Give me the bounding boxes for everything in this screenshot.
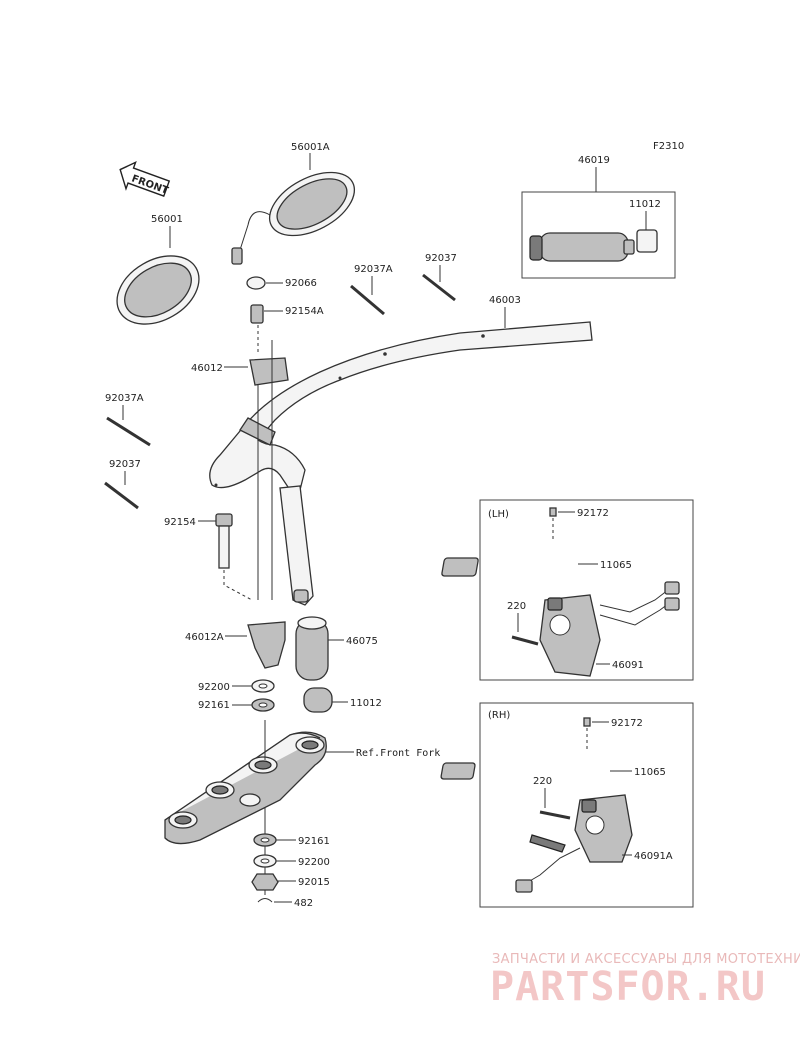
label-92154A: 92154A	[285, 306, 324, 317]
label-92200-b: 92200	[298, 857, 330, 868]
triple-clamp	[164, 731, 327, 845]
bolt-92154A	[250, 304, 264, 324]
clamp-46012A	[247, 621, 286, 669]
rh-label-220: 220	[533, 776, 552, 787]
label-482: 482	[294, 898, 313, 909]
rh-label-11065: 11065	[634, 767, 666, 778]
bolt-92154	[215, 513, 233, 527]
label-92037-top: 92037	[425, 253, 457, 264]
mirror-right: 56001A	[231, 142, 356, 265]
label-46019: 46019	[578, 155, 610, 166]
label-92161-b: 92161	[298, 836, 330, 847]
lh-label: (LH)	[488, 509, 509, 520]
lh-label-11065: 11065	[600, 560, 632, 571]
label-56001A: 56001A	[291, 142, 330, 153]
grip-assembly: 46019 11012	[521, 155, 676, 279]
mirror-left: 56001	[116, 214, 200, 325]
label-92015: 92015	[298, 877, 330, 888]
washer-92066	[246, 276, 266, 290]
label-92066: 92066	[285, 278, 317, 289]
nut-92015	[251, 873, 279, 891]
label-11012-cap: 11012	[350, 698, 382, 709]
label-46075: 46075	[346, 636, 378, 647]
clamp-46012	[249, 357, 289, 386]
rh-switch-box: (RH) 92172 11065 220 46091A	[440, 702, 694, 908]
label-92161-a: 92161	[198, 700, 230, 711]
label-56001: 56001	[151, 214, 183, 225]
lh-label-220: 220	[507, 601, 526, 612]
label-11012-grip: 11012	[629, 199, 661, 210]
watermark-brand: PARTSFOR.RU	[490, 964, 766, 1010]
lh-switch-box: (LH) 92172 11065 220 46091	[441, 499, 694, 681]
lh-label-46091: 46091	[612, 660, 644, 671]
rh-label: (RH)	[488, 710, 510, 721]
front-arrow-icon: FRONT	[119, 161, 171, 197]
watermark-tagline: ЗАПЧАСТИ И АКСЕССУАРЫ ДЛЯ МОТОТЕХНИКИ	[492, 952, 800, 967]
lh-label-92172: 92172	[577, 508, 609, 519]
rh-label-92172: 92172	[611, 718, 643, 729]
label-92154: 92154	[164, 517, 196, 528]
label-46012A: 46012A	[185, 632, 224, 643]
label-92200-a: 92200	[198, 682, 230, 693]
diagram-code: F2310	[653, 141, 684, 152]
cap-11012	[303, 687, 333, 713]
label-46003: 46003	[489, 295, 521, 306]
label-46012: 46012	[191, 363, 223, 374]
label-92037-left: 92037	[109, 459, 141, 470]
rh-label-46091A: 46091A	[634, 851, 673, 862]
label-ref-front-fork: Ref.Front Fork	[356, 748, 440, 759]
label-92037A-top: 92037A	[354, 264, 393, 275]
handlebar: 46003	[209, 295, 593, 606]
label-92037A-left: 92037A	[105, 393, 144, 404]
